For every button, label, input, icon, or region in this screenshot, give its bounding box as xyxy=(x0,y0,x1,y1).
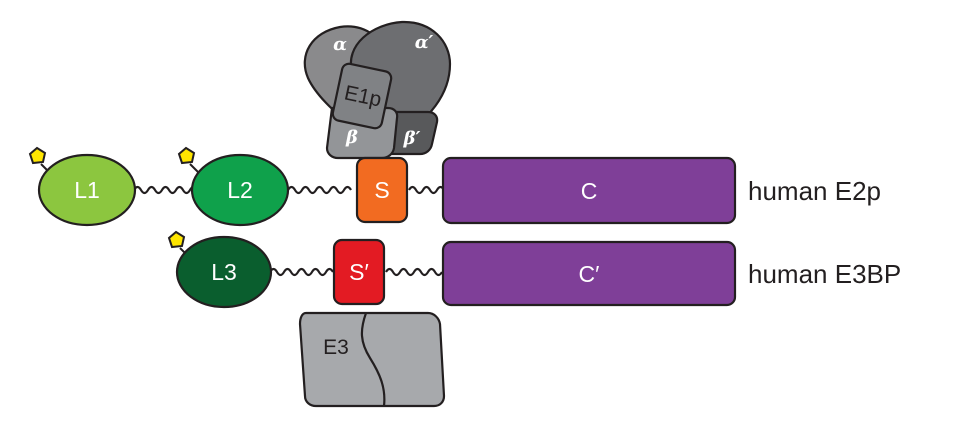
e3-dimer: E3 xyxy=(298,311,446,408)
l2-label: L2 xyxy=(227,177,253,203)
linker-l2-s xyxy=(287,185,352,195)
lipoyl-domain-l1 xyxy=(37,153,137,227)
e1p-label-box xyxy=(331,62,393,130)
e1p-complex: E1p α α′ β β′ xyxy=(303,20,452,160)
e3-subunit-divider xyxy=(360,312,386,407)
subunit-binding-domain-s xyxy=(355,156,409,224)
c-prime-label: C′ xyxy=(579,261,600,287)
lipoyl-stem-l2 xyxy=(189,163,199,173)
beta-prime-label: β′ xyxy=(403,128,421,149)
e3-label: E3 xyxy=(323,336,349,359)
subunit-binding-domain-s-prime xyxy=(332,238,386,306)
linker-l1-l2 xyxy=(133,185,198,195)
alpha-prime-label: α′ xyxy=(415,32,434,53)
linkers xyxy=(133,185,445,277)
catalytic-domain-c xyxy=(441,156,737,225)
e2p-row: L1 L2 S C human E2p xyxy=(37,153,881,227)
catalytic-domain-c-prime xyxy=(441,240,737,307)
alpha-label: α xyxy=(333,34,347,55)
linker-s-prime-c-prime xyxy=(385,267,443,277)
s-label: S xyxy=(374,177,389,203)
c-label: C xyxy=(581,178,598,204)
human-e2p-label: human E2p xyxy=(748,176,881,206)
lipoyl-groups xyxy=(28,146,199,257)
lipoyl-group-l2 xyxy=(177,146,196,165)
linker-s-c xyxy=(408,185,445,195)
lipoyl-domain-l2 xyxy=(190,153,290,227)
l1-label: L1 xyxy=(74,177,100,203)
beta-label: β xyxy=(345,127,358,148)
e3bp-row: L3 S′ C′ human E3BP xyxy=(175,235,901,309)
lipoyl-group-l3 xyxy=(167,230,186,249)
linker-l3-s-prime xyxy=(269,267,334,277)
human-e3bp-label: human E3BP xyxy=(748,259,901,289)
lipoyl-domain-l3 xyxy=(175,235,273,309)
lipoyl-group-l1 xyxy=(28,146,47,165)
l3-label: L3 xyxy=(211,259,237,285)
s-prime-label: S′ xyxy=(349,259,369,285)
